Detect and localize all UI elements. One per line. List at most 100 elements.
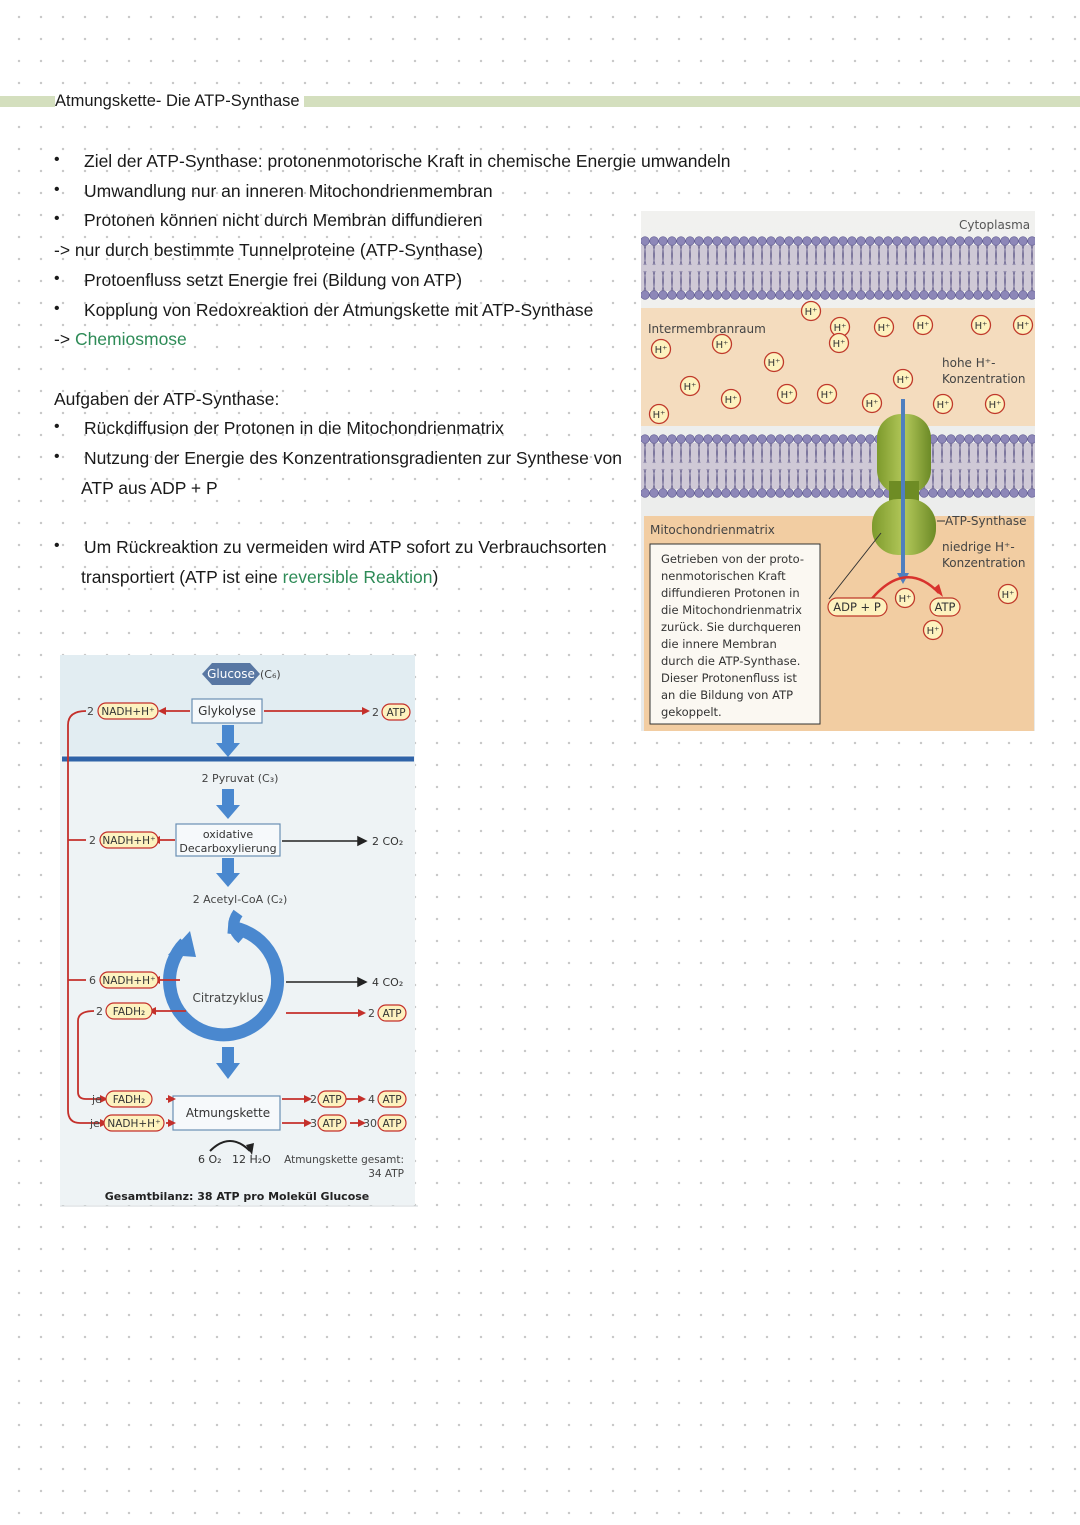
low-concentration-label: Konzentration xyxy=(942,556,1025,570)
count-label: 2 xyxy=(372,706,379,719)
count-label: 2 xyxy=(310,1093,317,1106)
glucose-carbon: (C₆) xyxy=(260,668,281,681)
svg-text:H⁺: H⁺ xyxy=(878,323,891,334)
chemiosmose-term: Chemiosmose xyxy=(74,329,187,349)
proton-icon: H⁺ xyxy=(776,383,798,405)
caption-line: an die Bildung von ATP xyxy=(661,688,793,702)
molecule-pill: NADH+H⁺ xyxy=(97,702,159,720)
list-item-text: Ziel der ATP-Synthase: protonenmotorisch… xyxy=(84,151,731,171)
outer-membrane xyxy=(641,236,1035,300)
proton-icon: H⁺ xyxy=(679,375,701,397)
bullet: • xyxy=(54,270,60,287)
svg-text:H⁺: H⁺ xyxy=(989,400,1002,411)
caption-box xyxy=(649,543,821,725)
svg-text:H⁺: H⁺ xyxy=(899,594,912,605)
list-item-text: Protonen können nicht durch Membran diff… xyxy=(84,210,483,230)
co2-label: 2 CO₂ xyxy=(372,835,403,848)
molecule-pill: FADH₂ xyxy=(105,1002,153,1020)
caption-line: die Mitochondrienmatrix xyxy=(661,603,802,617)
proton-icon: H⁺ xyxy=(873,316,895,338)
arrow-line: -> nur durch bestimmte Tunnelproteine (A… xyxy=(54,240,484,260)
proton-icon: H⁺ xyxy=(800,300,822,322)
caption-line: nenmotorischen Kraft xyxy=(661,569,786,583)
proton-icon: H⁺ xyxy=(922,619,944,641)
molecule-pill: ATP xyxy=(377,1114,407,1132)
bullet: • xyxy=(54,151,60,168)
decarboxylierung-label: Decarboxylierung xyxy=(179,842,276,855)
caption-line: Dieser Protonenfluss ist xyxy=(661,671,797,685)
closing-paren: ) xyxy=(432,567,439,587)
tasks-heading: Aufgaben der ATP-Synthase: xyxy=(54,389,280,409)
svg-text:NADH+H⁺: NADH+H⁺ xyxy=(102,975,155,987)
atp-synthase-label: ATP-Synthase xyxy=(945,514,1027,528)
proton-icon: H⁺ xyxy=(861,392,883,414)
page-title: Atmungskette- Die ATP-Synthase xyxy=(55,92,304,111)
svg-text:H⁺: H⁺ xyxy=(1017,321,1030,332)
list-item-text: Umwandlung nur an inneren Mitochondrienm… xyxy=(84,181,493,201)
count-label: 2 xyxy=(87,705,94,718)
count-label: 6 xyxy=(89,974,96,987)
molecule-pill: ATP xyxy=(377,1004,407,1022)
intermembrane-label: Intermembranraum xyxy=(648,322,766,336)
atmungskette-label: Atmungskette xyxy=(186,1106,270,1120)
caption-line: zurück. Sie durchqueren xyxy=(661,620,801,634)
svg-text:H⁺: H⁺ xyxy=(866,399,879,410)
decarboxylierung-box xyxy=(175,823,281,857)
svg-text:H⁺: H⁺ xyxy=(834,323,847,334)
svg-text:H⁺: H⁺ xyxy=(833,339,846,350)
co2-label: 4 CO₂ xyxy=(372,976,403,989)
atp-pill xyxy=(929,597,961,617)
bullet: • xyxy=(54,210,60,227)
count-label: 2 xyxy=(368,1007,375,1020)
count-label: 2 xyxy=(89,834,96,847)
je-label: je xyxy=(91,1093,102,1106)
molecule-pill: ATP xyxy=(317,1114,347,1132)
molecule-pill: NADH+H⁺ xyxy=(99,831,159,849)
je-label: je xyxy=(89,1117,100,1130)
proton-icon: H⁺ xyxy=(816,383,838,405)
list-item-text: Kopplung von Redoxreaktion der Atmungske… xyxy=(84,300,594,320)
synthesis-arrow xyxy=(864,576,940,607)
bilanz-label: Gesamtbilanz: 38 ATP pro Molekül Glucose xyxy=(105,1190,370,1203)
oxidative-label: oxidative xyxy=(203,828,254,841)
adp-p-label: ADP + P xyxy=(833,600,881,614)
svg-text:NADH+H⁺: NADH+H⁺ xyxy=(101,706,154,718)
low-concentration-label: niedrige H⁺- xyxy=(942,540,1015,554)
arrow-prefix: -> xyxy=(54,329,71,349)
proton-icon: H⁺ xyxy=(912,314,934,336)
molecule-pill: FADH₂ xyxy=(105,1090,153,1108)
proton-icon: H⁺ xyxy=(828,332,850,354)
matrix-label: Mitochondrienmatrix xyxy=(650,523,775,537)
molecule-pill: ATP xyxy=(381,703,411,721)
proton-icon: H⁺ xyxy=(650,338,672,360)
svg-text:H⁺: H⁺ xyxy=(937,400,950,411)
svg-text:NADH+H⁺: NADH+H⁺ xyxy=(107,1118,160,1130)
caption-line: diffundieren Protonen in xyxy=(661,586,800,600)
svg-text:H⁺: H⁺ xyxy=(897,375,910,386)
proton-icon: H⁺ xyxy=(984,393,1006,415)
inner-membrane xyxy=(641,434,1035,498)
count-label: 3 xyxy=(310,1117,317,1130)
bullet: • xyxy=(54,537,60,554)
svg-text:ATP: ATP xyxy=(322,1094,341,1106)
svg-text:ATP: ATP xyxy=(386,707,405,719)
gesamt-label: Atmungskette gesamt: xyxy=(284,1154,404,1166)
list-item-text: transportiert (ATP ist eine xyxy=(81,567,278,587)
bullet: • xyxy=(54,448,60,465)
atmungskette-box xyxy=(172,1095,281,1131)
proton-icon: H⁺ xyxy=(1012,314,1034,336)
count-label: 4 xyxy=(368,1093,375,1106)
title-highlight xyxy=(0,96,1080,107)
svg-text:H⁺: H⁺ xyxy=(917,321,930,332)
list-item-text: ATP aus ADP + P xyxy=(81,478,218,498)
svg-text:H⁺: H⁺ xyxy=(805,307,818,318)
svg-text:H⁺: H⁺ xyxy=(716,340,729,351)
list-item-text: Nutzung der Energie des Konzentrationsgr… xyxy=(84,448,622,468)
cytoplasma-label: Cytoplasma xyxy=(959,218,1030,232)
proton-icon: H⁺ xyxy=(894,587,916,609)
svg-text:ATP: ATP xyxy=(382,1118,401,1130)
glykolyse-box xyxy=(191,698,263,724)
molecule-pill: ATP xyxy=(377,1090,407,1108)
proton-icon: H⁺ xyxy=(648,403,670,425)
count-label: 30 xyxy=(363,1117,377,1130)
